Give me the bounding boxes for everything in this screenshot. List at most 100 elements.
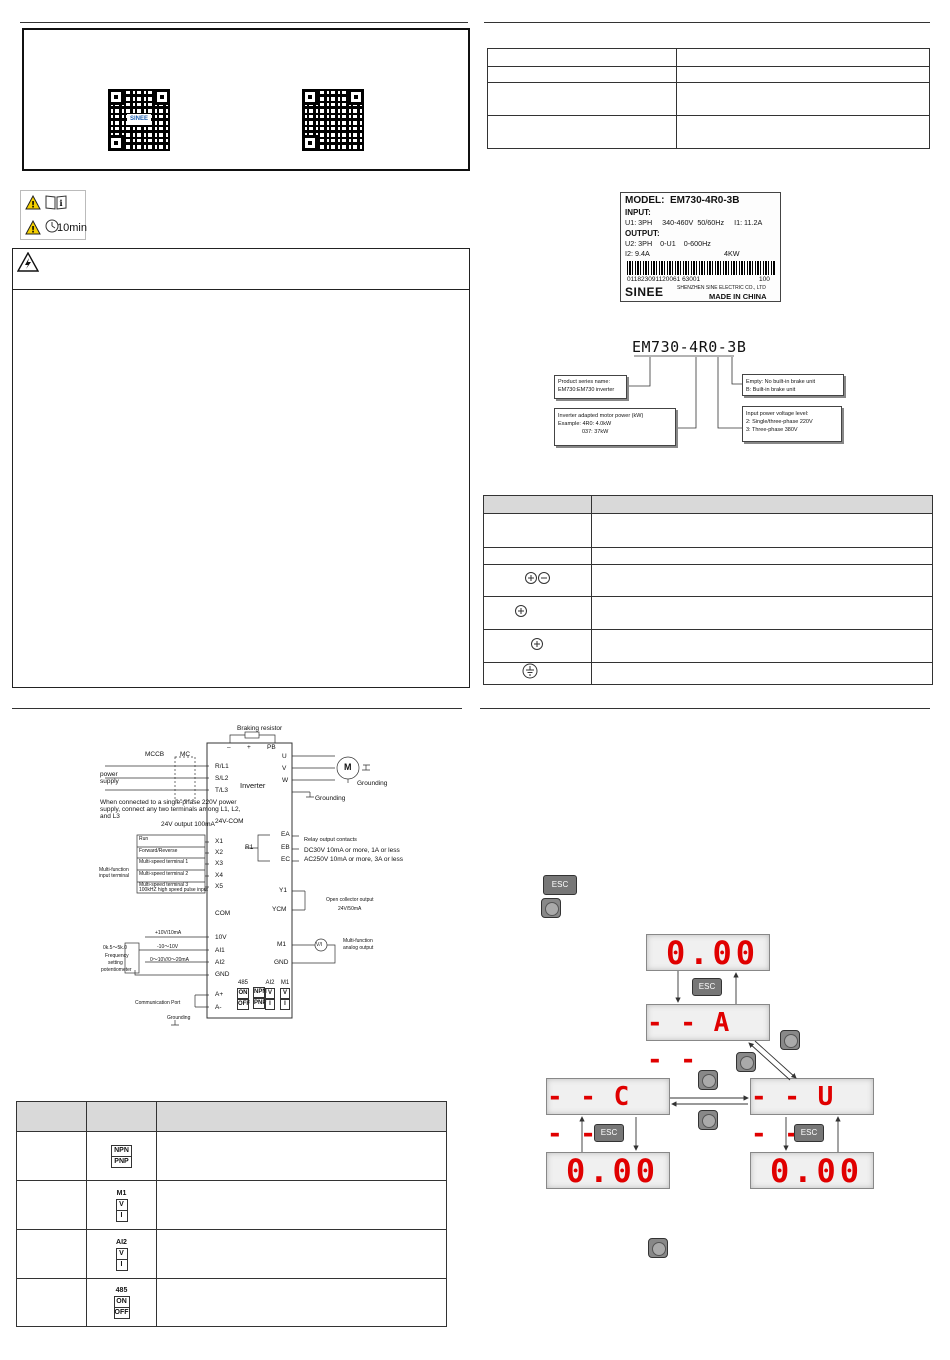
single-phase-note-2: supply, connect any two terminals among … bbox=[100, 806, 241, 813]
switch-npn: NPN PNP bbox=[253, 987, 267, 1009]
ai2-range: 0～10V/0～20mA bbox=[150, 957, 189, 963]
table-row bbox=[483, 547, 933, 565]
table-row bbox=[483, 564, 933, 597]
spec-table-top bbox=[487, 48, 930, 149]
round-key-icon bbox=[541, 898, 561, 918]
nameplate-company: SHENZHEN SINE ELECTRIC CO., LTD bbox=[677, 285, 766, 291]
pot-value: 0k.5～5k.0 bbox=[103, 945, 127, 951]
display-c: - - C - - bbox=[546, 1078, 670, 1149]
r1-label: R1 bbox=[245, 844, 254, 851]
mf-analog-label-2: analog output bbox=[343, 945, 374, 951]
nameplate-i2: I2: 9.4A bbox=[625, 249, 650, 258]
esc-key-icon: ESC bbox=[543, 875, 577, 895]
freq-pot-label-3: potentiometer bbox=[101, 967, 132, 973]
fwd-rev-label: Forward/Reverse bbox=[139, 848, 178, 854]
x3-terminal: X3 bbox=[215, 860, 223, 867]
brake-box: Empty: No built-in brake unit B: Built-i… bbox=[742, 374, 844, 396]
power-supply-label-1: power bbox=[100, 771, 118, 778]
display-bottom-right: 0.00 bbox=[750, 1152, 874, 1190]
braking-resistor-label: Braking resistor bbox=[237, 725, 283, 732]
nameplate-output: OUTPUT: bbox=[625, 229, 660, 238]
display-u: - - U - - bbox=[750, 1078, 874, 1149]
mccb-label: MCCB bbox=[145, 751, 165, 758]
relay-title: Relay output contacts bbox=[304, 837, 357, 843]
display-bottom-left: 0.00 bbox=[546, 1152, 670, 1190]
danger-notice-box bbox=[12, 248, 470, 688]
npn-pnp-switch-icon: NPN PNP bbox=[111, 1144, 132, 1168]
round-key-icon bbox=[698, 1110, 718, 1130]
switch-table: NPN PNP M1 V I AI2 V I bbox=[16, 1101, 447, 1327]
warning-icons-block: ! i ! 10min bbox=[20, 190, 87, 240]
plus-terminal: + bbox=[247, 744, 251, 751]
open-collector-rating: 24V/50mA bbox=[338, 906, 362, 912]
round-key-icon bbox=[648, 1238, 668, 1258]
plus-terminal-icon bbox=[531, 637, 543, 650]
switch-ai2: AI2 V I bbox=[265, 979, 275, 1010]
danger-header bbox=[13, 249, 469, 290]
w-terminal: W bbox=[282, 777, 289, 784]
mid-rule-right bbox=[480, 708, 930, 709]
esc-key-icon: ESC bbox=[594, 1124, 624, 1142]
ai2-switch-icon: AI2 V I bbox=[115, 1238, 128, 1271]
m1-switch-icon: M1 V I bbox=[115, 1189, 128, 1222]
qr-code-box: SINEE bbox=[22, 28, 470, 171]
freq-pot-label-2: setting bbox=[108, 960, 123, 966]
vi-meter: V/I bbox=[316, 942, 323, 948]
esc-key-icon: ESC bbox=[794, 1124, 824, 1142]
ms1-label: Multi-speed terminal 1 bbox=[139, 859, 189, 865]
esc-key-icon: ESC bbox=[692, 978, 722, 996]
ms3-label: Multi-speed terminal 3 bbox=[139, 882, 189, 888]
switch-m1: M1 V I bbox=[280, 979, 290, 1010]
pb-terminal: PB bbox=[267, 744, 276, 751]
nameplate-serial-suffix: 100 bbox=[759, 276, 770, 283]
plus-terminal-icon bbox=[515, 604, 527, 617]
x5-terminal: X5 bbox=[215, 883, 223, 890]
top-rule-left bbox=[20, 22, 468, 23]
power-box: Inverter adapted motor power (kW) Exampl… bbox=[554, 408, 676, 446]
model-code-diagram: EM730-4R0-3B Product series name: EM730:… bbox=[550, 338, 850, 453]
plus-minus-terminal-icon bbox=[524, 572, 550, 584]
top-rule-right bbox=[484, 22, 930, 23]
ea-terminal: EA bbox=[281, 831, 290, 838]
display-a: - - A - - bbox=[646, 1004, 770, 1075]
round-key-icon bbox=[736, 1052, 756, 1072]
panel-flow-diagram: 0.00 - - A - - - - C - - - - U - - 0.00 … bbox=[540, 930, 880, 1195]
v-terminal: V bbox=[282, 765, 287, 772]
table-row: M1 V I bbox=[16, 1180, 447, 1230]
com-terminal: COM bbox=[215, 910, 231, 917]
10v-terminal: 10V bbox=[215, 934, 227, 941]
timer-label: 10min bbox=[57, 222, 87, 234]
voltage-box: Input power voltage level: 2: Single/thr… bbox=[742, 406, 842, 442]
model-code-text: EM730-4R0-3B bbox=[632, 338, 747, 356]
table-row bbox=[483, 513, 933, 548]
display-top: 0.00 bbox=[646, 934, 770, 972]
table-row: NPN PNP bbox=[16, 1131, 447, 1181]
qr-code-left: SINEE bbox=[108, 89, 170, 151]
table-header bbox=[16, 1101, 447, 1132]
electric-hazard-icon bbox=[17, 252, 39, 272]
nameplate-input: INPUT: bbox=[625, 208, 651, 217]
x2-terminal: X2 bbox=[215, 849, 223, 856]
wiring-diagram: Braking resistor MCCB MC power supply – … bbox=[95, 725, 403, 1045]
warning-triangle-icon: ! bbox=[25, 220, 41, 235]
relay-ac-rating: AC250V 10mA or more, 3A or less bbox=[304, 856, 403, 863]
minus-terminal: – bbox=[227, 744, 231, 751]
grounding-label-motor: Grounding bbox=[357, 780, 388, 787]
switch-485: 485 ON OFF bbox=[237, 979, 250, 1010]
inverter-label: Inverter bbox=[240, 781, 266, 790]
a-plus-terminal: A+ bbox=[215, 991, 224, 998]
ycm-terminal: YCM bbox=[272, 906, 287, 913]
qr-code-right bbox=[302, 89, 364, 151]
flow-arrows bbox=[579, 971, 841, 1152]
comm-port-label: Communication Port bbox=[135, 1000, 181, 1006]
run-label: Run bbox=[139, 836, 149, 842]
freq-pot-label-1: Frequency bbox=[105, 953, 129, 959]
ec-terminal: EC bbox=[281, 856, 291, 863]
table-row: AI2 V I bbox=[16, 1229, 447, 1279]
pulse-label: 100kHZ high speed pulse input bbox=[139, 887, 208, 893]
table-row bbox=[483, 596, 933, 630]
nameplate-model: MODEL: EM730-4R0-3B bbox=[625, 195, 740, 206]
motor-symbol: M bbox=[344, 762, 352, 772]
table-header bbox=[483, 495, 933, 514]
grounding-label-comm: Grounding bbox=[167, 1015, 191, 1021]
